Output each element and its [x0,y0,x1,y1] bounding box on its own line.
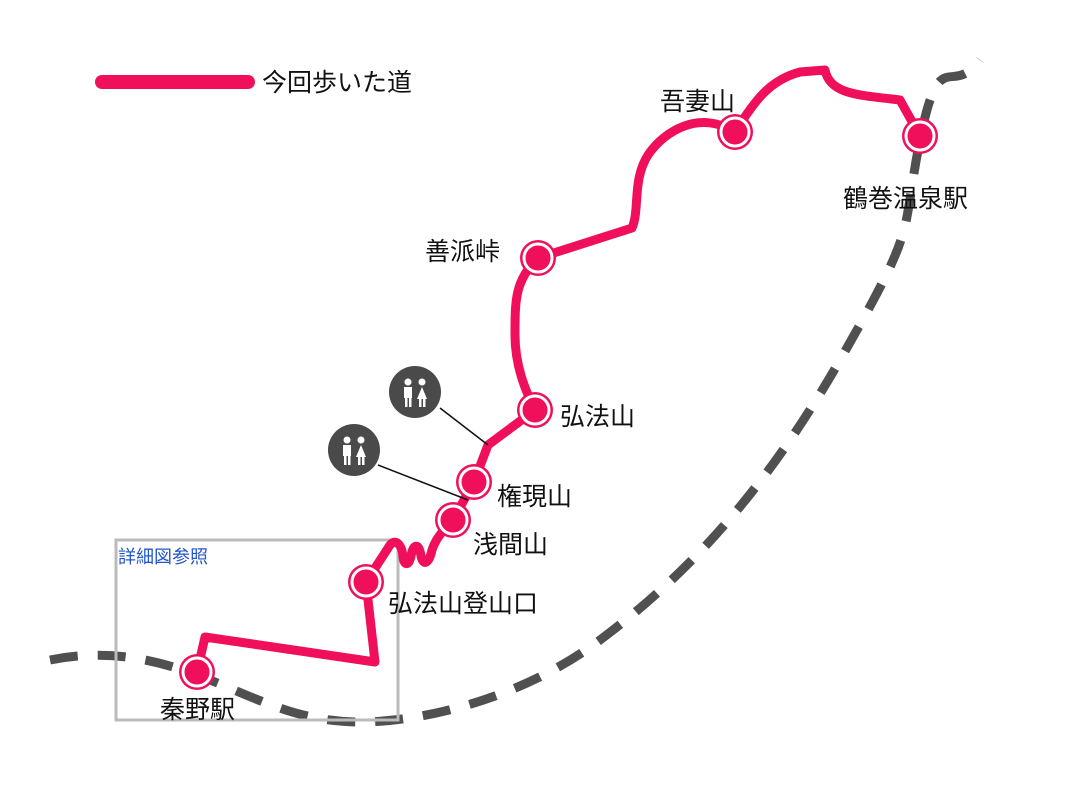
station-marker-tsurumaki[interactable] [902,118,938,154]
point-marker-koboyama[interactable] [517,392,553,428]
detail-box [114,538,400,722]
legend-label: 今回歩いた道 [262,68,412,97]
railway-line [49,57,984,727]
station-label-tsurumaki: 鶴巻温泉駅 [843,184,968,213]
toilet-2-leader [377,464,469,501]
hiking-route [192,65,925,677]
point-marker-gongenyama[interactable] [456,464,492,500]
point-label-azumayama: 吾妻山 [660,87,735,116]
point-marker-koboyama-trailhead[interactable] [348,564,384,600]
restroom-icon [328,424,380,476]
point-label-gongenyama: 権現山 [497,482,572,511]
point-marker-azumayama[interactable] [717,114,753,150]
toilet-1-leader [439,407,489,446]
point-label-sengenyama: 浅間山 [473,530,548,559]
detail-box-label[interactable]: 詳細図参照 [118,547,208,568]
station-label-hadano: 秦野駅 [160,695,235,724]
station-marker-hadano[interactable] [179,654,215,690]
point-marker-zenpatoge[interactable] [520,240,556,276]
point-marker-sengenyama[interactable] [435,502,471,538]
restroom-icon [389,366,441,418]
point-label-koboyama: 弘法山 [560,402,635,431]
point-label-koboyama-trailhead: 弘法山登山口 [388,589,538,618]
point-label-zenpatoge: 善派峠 [425,237,500,266]
